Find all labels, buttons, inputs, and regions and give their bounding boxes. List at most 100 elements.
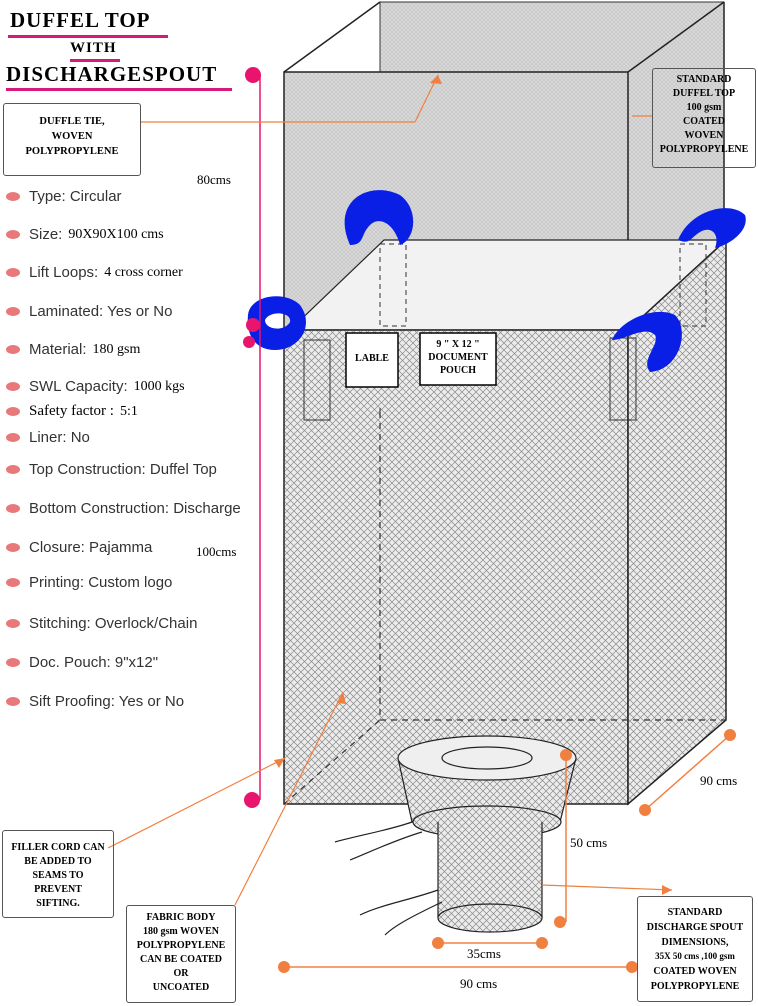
callout-text: FABRIC BODY (146, 912, 216, 923)
height-dimension (243, 67, 261, 808)
title-underline-3 (6, 88, 232, 91)
spec-item: Material: 180 gsm (6, 341, 140, 358)
spec-label: Sift Proofing: Yes or No (29, 693, 185, 710)
spec-label: Closure: Pajamma (29, 539, 153, 556)
callout-text: 35X 50 cms ,100 gsm (655, 951, 735, 961)
bullet-icon (6, 658, 20, 667)
dimension-spout-width: 35cms (467, 946, 501, 961)
spec-item: Top Construction: Duffel Top (6, 461, 217, 478)
callout-text: POLYPROPYLENE (659, 144, 749, 155)
callout-discharge-spout: STANDARD DISCHARGE SPOUT DIMENSIONS, 35X… (637, 896, 753, 1002)
document-pouch-text: 9 " X 12 " DOCUMENT POUCH (420, 338, 496, 377)
callout-text: WOVEN (684, 130, 724, 141)
callout-duffle-tie: DUFFLE TIE, WOVEN POLYPROPYLENE (3, 103, 141, 176)
pouch-line: DOCUMENT (428, 352, 488, 363)
bullet-icon (6, 465, 20, 474)
dimension-body-height: 100cms (196, 544, 237, 559)
spec-label: Material: (29, 341, 87, 358)
spec-item: Doc. Pouch: 9"x12" (6, 654, 158, 671)
spec-item: Printing: Custom logo (6, 574, 172, 591)
spec-label: Lift Loops: (29, 264, 99, 281)
callout-text: OR (173, 968, 189, 979)
page-title-line2: WITH (70, 40, 117, 56)
callout-text: STANDARD (676, 74, 732, 85)
spec-value: 4 cross corner (104, 264, 183, 280)
spec-label: SWL Capacity: (29, 378, 128, 395)
spec-label: Type: Circular (29, 188, 122, 205)
callout-duffel-top: STANDARD DUFFEL TOP 100 gsm COATED WOVEN… (652, 68, 756, 168)
callout-text: WOVEN (51, 131, 93, 143)
bullet-icon (6, 504, 20, 513)
callout-text: POLYPROPYLENE (25, 146, 119, 158)
spec-item: SWL Capacity: 1000 kgs (6, 378, 185, 395)
spec-item: Stitching: Overlock/Chain (6, 615, 197, 632)
spec-label: Printing: Custom logo (29, 574, 173, 591)
spec-label: Top Construction: Duffel Top (29, 461, 217, 478)
callout-text: BE ADDED TO (24, 856, 92, 867)
spec-item: Safety factor :5:1 (6, 403, 138, 420)
spec-label: Stitching: Overlock/Chain (29, 615, 198, 632)
callout-text: SIFTING. (36, 898, 80, 909)
bullet-icon (6, 345, 20, 354)
callout-filler-cord: FILLER CORD CAN BE ADDED TO SEAMS TO PRE… (2, 830, 114, 918)
spec-item: Sift Proofing: Yes or No (6, 693, 184, 710)
spec-label: Size: (29, 226, 63, 243)
spec-item: Liner: No (6, 429, 90, 446)
spec-item: Bottom Construction: Discharge (6, 500, 241, 517)
dimension-spout-height: 50 cms (570, 835, 608, 850)
spec-item: Closure: Pajamma (6, 539, 152, 556)
spec-label: Safety factor : (29, 403, 114, 419)
bullet-icon (6, 192, 20, 201)
bullet-icon (6, 433, 20, 442)
bullet-icon (6, 619, 20, 628)
spec-label: Liner: No (29, 429, 90, 446)
callout-text: FILLER CORD CAN (11, 842, 105, 853)
spec-item: Size: 90X90X100 cms (6, 226, 164, 243)
callout-text: DUFFLE TIE, (39, 116, 105, 127)
bullet-icon (6, 268, 20, 277)
callout-text: COATED WOVEN (653, 965, 737, 977)
bullet-icon (6, 382, 20, 391)
callout-fabric-body: FABRIC BODY 180 gsm WOVEN POLYPROPYLENE … (126, 905, 236, 1003)
callout-text: DISCHARGE SPOUT (646, 922, 744, 933)
callout-text: POLYPROPYLENE (650, 980, 740, 992)
bullet-icon (6, 697, 20, 706)
spec-item: Lift Loops: 4 cross corner (6, 264, 183, 281)
spec-value: 90X90X100 cms (68, 226, 164, 242)
lift-loops (247, 190, 746, 372)
pouch-line: POUCH (439, 365, 477, 376)
discharge-spout (334, 735, 577, 936)
bullet-icon (6, 543, 20, 552)
callout-text: COATED (682, 116, 726, 127)
dimension-lines (278, 729, 736, 973)
bullet-icon (6, 230, 20, 239)
spec-value: 180 gsm (92, 341, 141, 357)
dimension-depth: 90 cms (700, 773, 738, 788)
page-title-line1: DUFFEL TOP (10, 8, 151, 32)
title-underline-1 (8, 35, 168, 38)
title-underline-2 (70, 59, 120, 62)
callout-text: 180 gsm WOVEN (143, 926, 219, 937)
callout-text: STANDARD (667, 907, 723, 918)
callout-text: DIMENSIONS, (661, 937, 729, 948)
spec-label: Doc. Pouch: 9"x12" (29, 654, 159, 671)
spec-item: Type: Circular (6, 188, 122, 205)
callout-text: PREVENT (34, 884, 82, 895)
spec-item: Laminated: Yes or No (6, 303, 172, 320)
bullet-icon (6, 407, 20, 416)
callout-text: SEAMS TO (32, 870, 84, 881)
bag-body (283, 238, 727, 806)
callout-text: 100 gsm (686, 102, 722, 113)
lable-text: LABLE (355, 353, 389, 364)
callout-text: POLYPROPYLENE (136, 940, 226, 951)
page-title-line3: DISCHARGESPOUT (6, 62, 218, 86)
bullet-icon (6, 578, 20, 587)
callout-text: CAN BE COATED (139, 954, 223, 965)
dimension-top-height: 80cms (197, 172, 231, 187)
leader-lines (107, 74, 673, 906)
pouch-line: 9 " X 12 " (436, 339, 480, 350)
spec-value: 1000 kgs (133, 378, 185, 394)
spec-label: Laminated: Yes or No (29, 303, 173, 320)
bullet-icon (6, 307, 20, 316)
